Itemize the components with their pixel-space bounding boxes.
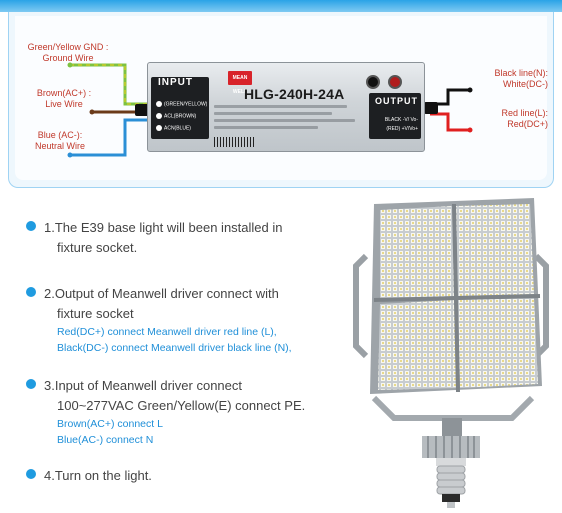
output-strain-relief [424, 102, 438, 114]
neutral-wire-label: Blue (AC-): Neutral Wire [34, 130, 85, 151]
step-3-sub-1: Brown(AC+) connect L [57, 418, 163, 430]
driver-model: HLG-240H-24A [244, 86, 345, 102]
step-4-line-1: 4.Turn on the light. [44, 468, 152, 483]
bullet-dot [26, 287, 36, 297]
input-header: INPUT [158, 77, 193, 88]
step-3-sub-2: Blue(AC-) connect N [57, 434, 154, 446]
pin-acl: ACL(BROWN) [156, 113, 196, 119]
step-2-line-1: 2.Output of Meanwell driver connect with [44, 286, 279, 301]
step-1-line-2: fixture socket. [57, 240, 138, 255]
led-lamp-image [353, 198, 549, 508]
adjust-knob-io [388, 75, 402, 89]
red-out-wire [430, 112, 470, 132]
step-2-sub-2: Black(DC-) connect Meanwell driver black… [57, 342, 292, 354]
black-line-label: Black line(N): White(DC-) [494, 68, 548, 89]
driver-spec-text [214, 105, 362, 133]
bullet-dot [26, 221, 36, 231]
adjust-knob-vo [366, 75, 380, 89]
output-header: OUTPUT [375, 96, 418, 106]
pin-acn: ACN(BLUE) [156, 125, 191, 131]
input-strain-relief [135, 104, 149, 116]
bullet-dot [26, 469, 36, 479]
output-terminal-block [369, 93, 421, 139]
red-line-label: Red line(L): Red(DC+) [501, 108, 548, 129]
gnd-wire-label: Green/Yellow GND : Ground Wire [27, 42, 109, 63]
pin-out-pos: (RED) +V/Vo+ [386, 126, 418, 132]
meanwell-logo: MEAN WELL [228, 71, 252, 95]
pin-out-neg: BLACK -V/ Vo- [384, 117, 418, 123]
barcode [214, 137, 254, 147]
step-3-line-2: 100~277VAC Green/Yellow(E) connect PE. [57, 398, 306, 413]
step-3-line-1: 3.Input of Meanwell driver connect [44, 378, 242, 393]
neutral-wire [70, 118, 160, 157]
step-2-line-2: fixture socket [57, 306, 134, 321]
top-accent-bar [0, 0, 562, 12]
live-wire-label: Brown(AC+) : Live Wire [36, 88, 92, 109]
pin-gnd: (GREEN/YELLOW) [156, 101, 207, 107]
step-1-line-1: 1.The E39 base light will been installed… [44, 220, 283, 235]
bullet-dot [26, 379, 36, 389]
step-2-sub-1: Red(DC+) connect Meanwell driver red lin… [57, 326, 277, 338]
black-out-wire [430, 88, 470, 106]
meanwell-driver: INPUT (GREEN/YELLOW) ACL(BROWN) ACN(BLUE… [147, 62, 425, 152]
